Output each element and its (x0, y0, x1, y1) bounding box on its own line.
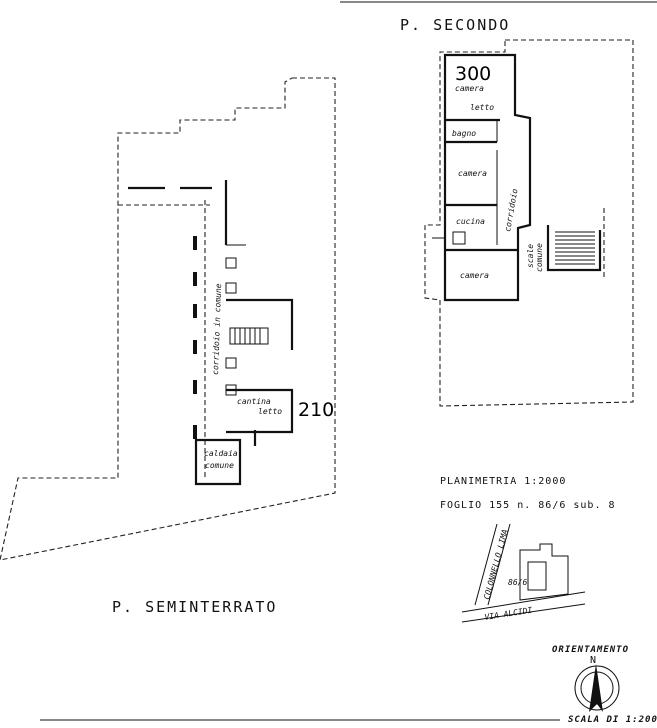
room-label-bagno: bagno (452, 129, 476, 138)
planimetria-scale-text: PLANIMETRIA 1:2000 (440, 476, 566, 487)
orientation-compass: ORIENTAMENTO N SCALA DI 1:200 (552, 645, 657, 725)
basement-stair (229, 327, 269, 345)
orientation-label: ORIENTAMENTO (552, 645, 629, 655)
street-bottom-edge-2 (461, 603, 586, 623)
room-label-caldaia: caldaia (204, 449, 238, 458)
street-edge-left (474, 523, 498, 606)
compass-outer-ring-icon (574, 665, 620, 711)
basement-unit-number: 210 (298, 399, 334, 421)
cantina-walls (226, 388, 294, 434)
room-label-camera-low: camera (460, 271, 489, 280)
street-bottom-edge-1 (461, 591, 586, 613)
basement-corridor-label: corridoio in comune (211, 283, 223, 375)
neighboring-block (519, 543, 569, 601)
stair-room-wall (226, 298, 294, 350)
upper-floor-title: P. SECONDO (400, 16, 510, 34)
apartment-walls (443, 53, 532, 302)
drawing-scale-text: SCALA DI 1:200 (568, 715, 657, 725)
north-label: N (590, 655, 597, 666)
caldaia-walls (194, 438, 242, 486)
room-label-comune: comune (205, 461, 234, 470)
common-stairwell (546, 225, 602, 272)
foglio-reference-text: FOGLIO 155 n. 86/6 sub. 8 (440, 500, 616, 511)
room-label-corridoio: corridoio (503, 188, 519, 232)
cellar-partitions-right (225, 257, 237, 396)
parcel-label: 86/6 (508, 578, 527, 587)
room-label-cantina: cantina (237, 397, 271, 406)
kitchen-counter (452, 231, 466, 245)
stair-label-comune: comune (535, 243, 544, 272)
upper-floor-plan: P. SECONDO 300 camera letto ba (400, 16, 634, 407)
stair-label-scale: scale (526, 244, 535, 268)
basement-outline (0, 77, 336, 561)
room-label-camera-mid: camera (458, 169, 487, 178)
street-label-bottom: VIA ALCIDI (484, 606, 533, 622)
street-edge-right (487, 523, 511, 606)
site-location-map: COLONNELLO LIMA VIA ALCIDI 86/6 (461, 523, 586, 623)
room-label-basement-letto: letto (258, 407, 282, 416)
north-arrow-icon (589, 664, 603, 712)
room-label-cucina: cucina (456, 217, 485, 226)
room-label-letto-top: letto (470, 103, 494, 112)
subject-parcel (527, 561, 547, 591)
upper-unit-number: 300 (455, 63, 491, 85)
room-label-camera-top: camera (455, 84, 484, 93)
basement-plan: corridoio in comune cantina letto 210 ca… (0, 77, 336, 616)
upper-floor-outline (424, 39, 634, 407)
cellar-partitions-left (193, 236, 197, 439)
basement-title: P. SEMINTERRATO (112, 598, 277, 616)
